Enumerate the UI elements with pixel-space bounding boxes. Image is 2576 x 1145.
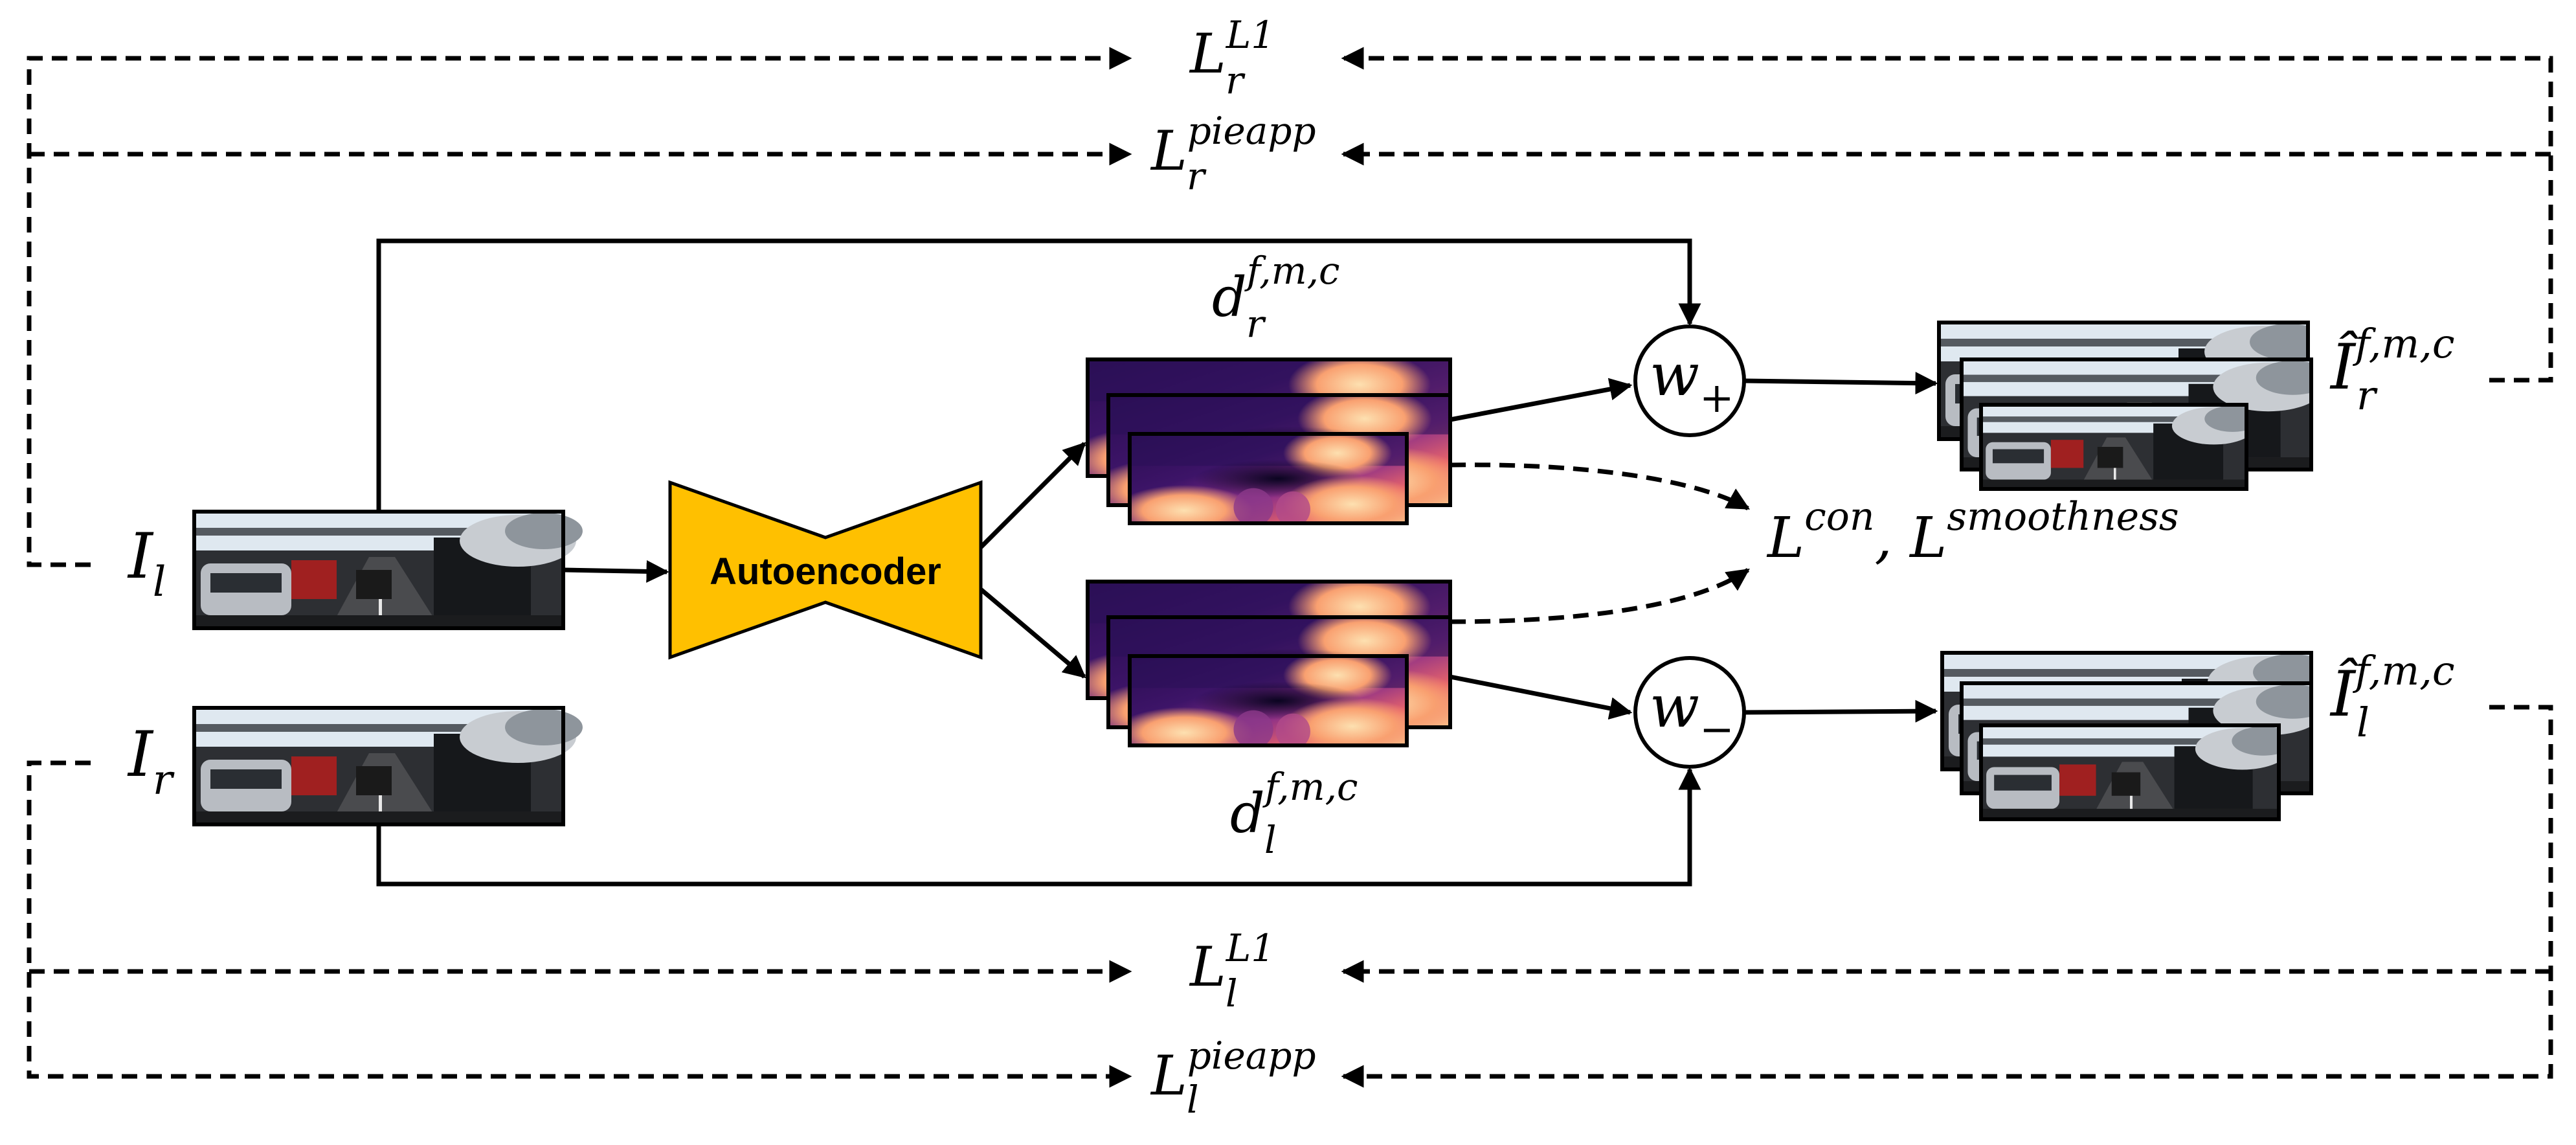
input-to-autoencoder-arrow bbox=[563, 560, 669, 583]
warp-plus-node: w+ bbox=[1633, 324, 1746, 437]
loss-loop-bottom-left-pieapp bbox=[27, 760, 1132, 1088]
input-label-left: Il bbox=[127, 520, 166, 606]
autoencoder-block bbox=[668, 480, 983, 660]
disparity-l-to-w-minus-arrow bbox=[1450, 674, 1633, 720]
autoencoder-to-disparity-l-arrow bbox=[979, 587, 1086, 679]
skip-connection-right-to-w-minus bbox=[376, 767, 1701, 887]
consistency-smoothness-loss-label: Lcon, Lsmoothness bbox=[1766, 494, 2179, 571]
w-minus-to-reconstruction-l-arrow bbox=[1743, 699, 1938, 723]
reconstruction-stack-left bbox=[1940, 651, 2313, 821]
warp-plus-label: w+ bbox=[1650, 341, 1734, 422]
warp-minus-node: w− bbox=[1633, 656, 1746, 769]
disparity-stack-left bbox=[1086, 580, 1452, 747]
disparity-l-to-consistency-loss bbox=[1450, 568, 1750, 624]
warp-minus-label: w− bbox=[1650, 673, 1734, 754]
disparity-stack-right bbox=[1086, 357, 1452, 525]
reconstruction-stack-right bbox=[1937, 321, 2313, 491]
skip-connection-left-to-w-plus bbox=[376, 238, 1701, 512]
input-label-right: Ir bbox=[127, 718, 175, 804]
loss-loop-top-left-l1 bbox=[27, 47, 1132, 567]
disparity-r-to-consistency-loss bbox=[1450, 462, 1751, 511]
disparity-r-to-w-plus-arrow bbox=[1450, 378, 1633, 422]
autoencoder-label: Autoencoder bbox=[710, 550, 941, 593]
autoencoder-to-disparity-r-arrow bbox=[979, 442, 1086, 549]
loss-loop-top-right-l1 bbox=[1341, 47, 2553, 383]
loss-loop-bottom-right-pieapp bbox=[1341, 705, 2553, 1088]
right-input-image bbox=[192, 706, 583, 826]
left-input-image bbox=[192, 510, 583, 630]
w-plus-to-reconstruction-r-arrow bbox=[1743, 372, 1938, 395]
